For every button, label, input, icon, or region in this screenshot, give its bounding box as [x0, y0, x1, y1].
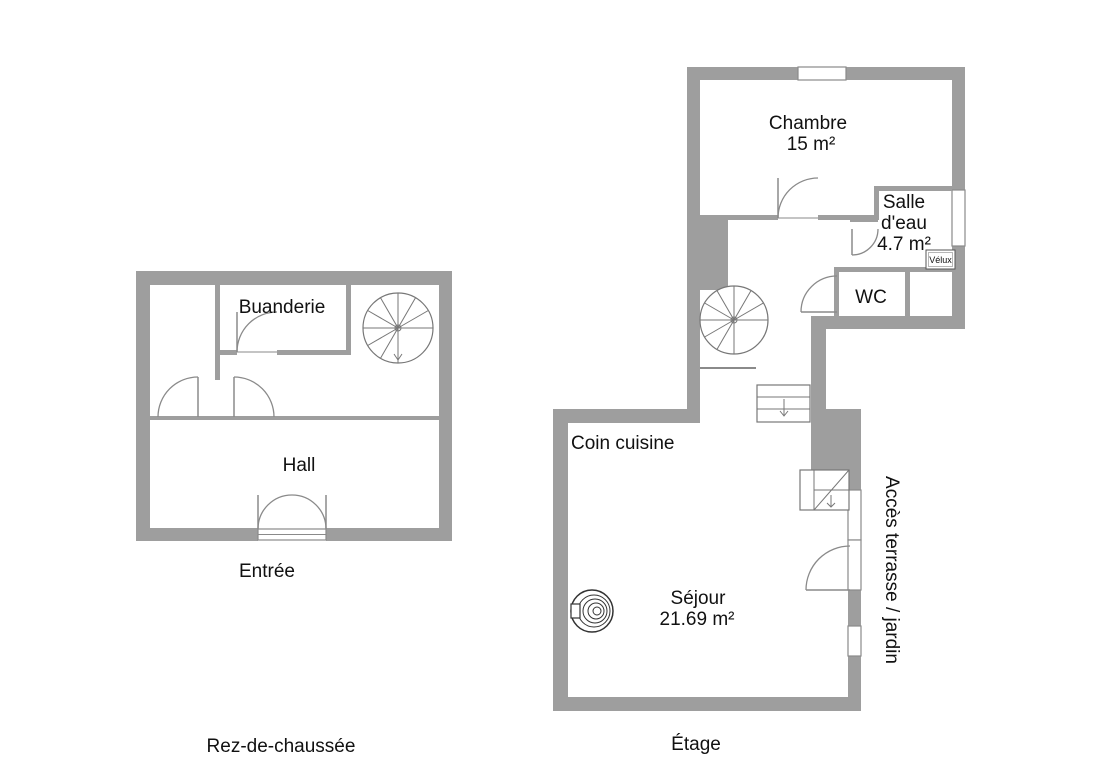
- buanderie-wall-bottom-a: [215, 350, 237, 355]
- wood-stove-icon: [570, 589, 614, 633]
- sejour-window-upper: [847, 489, 862, 541]
- entrance-label: Entrée: [239, 561, 295, 582]
- room-label-chambre: Chambre: [769, 113, 847, 134]
- upper-spiral-staircase: [699, 285, 769, 355]
- velux-skylight: [925, 249, 956, 270]
- stair-well-wall: [700, 220, 728, 290]
- room-label-buanderie: Buanderie: [239, 297, 326, 318]
- upper-floor-plan: Vélux Chambre 15 m² Salle d'eau 4.7 m² W…: [553, 66, 966, 755]
- wc-door-arc: [800, 275, 838, 313]
- ground-wall-right: [439, 271, 452, 541]
- sejour-wall-top-left: [553, 409, 700, 423]
- room-label-salle-eau-line2: d'eau: [881, 213, 927, 234]
- velux-label: Vélux: [929, 255, 952, 265]
- ground-floor-plan: Buanderie Hall Entrée Rez-de-chaussée: [136, 271, 452, 757]
- room-label-wc: WC: [855, 287, 887, 308]
- buanderie-wall-bottom-b: [277, 350, 351, 355]
- entrance-door-right-arc: [291, 494, 327, 530]
- room-label-sejour: Séjour: [671, 588, 727, 609]
- upper-wall-left: [687, 67, 700, 423]
- terrace-steps: [799, 469, 850, 511]
- salle-eau-wall-left-top: [874, 186, 879, 220]
- ground-wall-bottom-right: [326, 528, 452, 541]
- ground-wall-bottom-left: [136, 528, 258, 541]
- wc-wall-right: [905, 267, 910, 316]
- room-area-chambre: 15 m²: [787, 134, 836, 155]
- ground-spiral-staircase: [362, 292, 434, 364]
- entrance-door-left-arc: [257, 494, 293, 530]
- velux-skylight-inner: [928, 252, 953, 267]
- hall-wall-top: [150, 416, 439, 420]
- hall-door-right-arc: [233, 376, 275, 418]
- salle-eau-window: [951, 189, 966, 247]
- hall-door-left-arc: [157, 376, 199, 418]
- salle-eau-wall-top: [874, 186, 952, 191]
- upper-wall-step: [811, 316, 965, 329]
- room-area-sejour: 21.69 m²: [660, 609, 735, 630]
- room-area-salle-eau: 4.7 m²: [877, 234, 931, 255]
- wc-wall-left: [834, 267, 839, 316]
- wc-wall-top: [834, 267, 952, 272]
- buanderie-door-arc: [236, 311, 278, 353]
- chambre-window: [797, 66, 847, 81]
- salle-eau-door-frame: [850, 218, 878, 222]
- chambre-wall-bottom-right: [818, 215, 878, 220]
- ground-partition-left: [215, 285, 220, 355]
- room-label-salle-eau-line1: Salle: [883, 192, 925, 213]
- terrace-door-arc: [805, 545, 851, 591]
- ground-floor-caption: Rez-de-chaussée: [207, 736, 356, 757]
- salle-eau-door-arc: [851, 228, 879, 256]
- ground-wall-left: [136, 271, 150, 541]
- terrace-access-label: Accès terrasse / jardin: [881, 476, 902, 664]
- sejour-wall-left: [553, 409, 568, 711]
- upper-wall-inner-right: [811, 316, 826, 431]
- chambre-wall-bottom-left: [700, 215, 778, 220]
- buanderie-wall-right: [346, 285, 351, 355]
- ground-wall-top: [136, 271, 452, 285]
- room-label-hall: Hall: [283, 455, 316, 476]
- sejour-wall-corner: [811, 423, 848, 470]
- terrace-door-opening: [847, 539, 862, 591]
- sejour-window-lower: [847, 625, 862, 657]
- ground-partition-mid: [215, 355, 220, 380]
- upper-floor-caption: Étage: [671, 734, 721, 755]
- upper-straight-staircase: [756, 384, 811, 423]
- sejour-wall-bottom: [553, 697, 861, 711]
- chambre-door-arc: [777, 177, 819, 219]
- room-label-coin-cuisine: Coin cuisine: [571, 433, 675, 454]
